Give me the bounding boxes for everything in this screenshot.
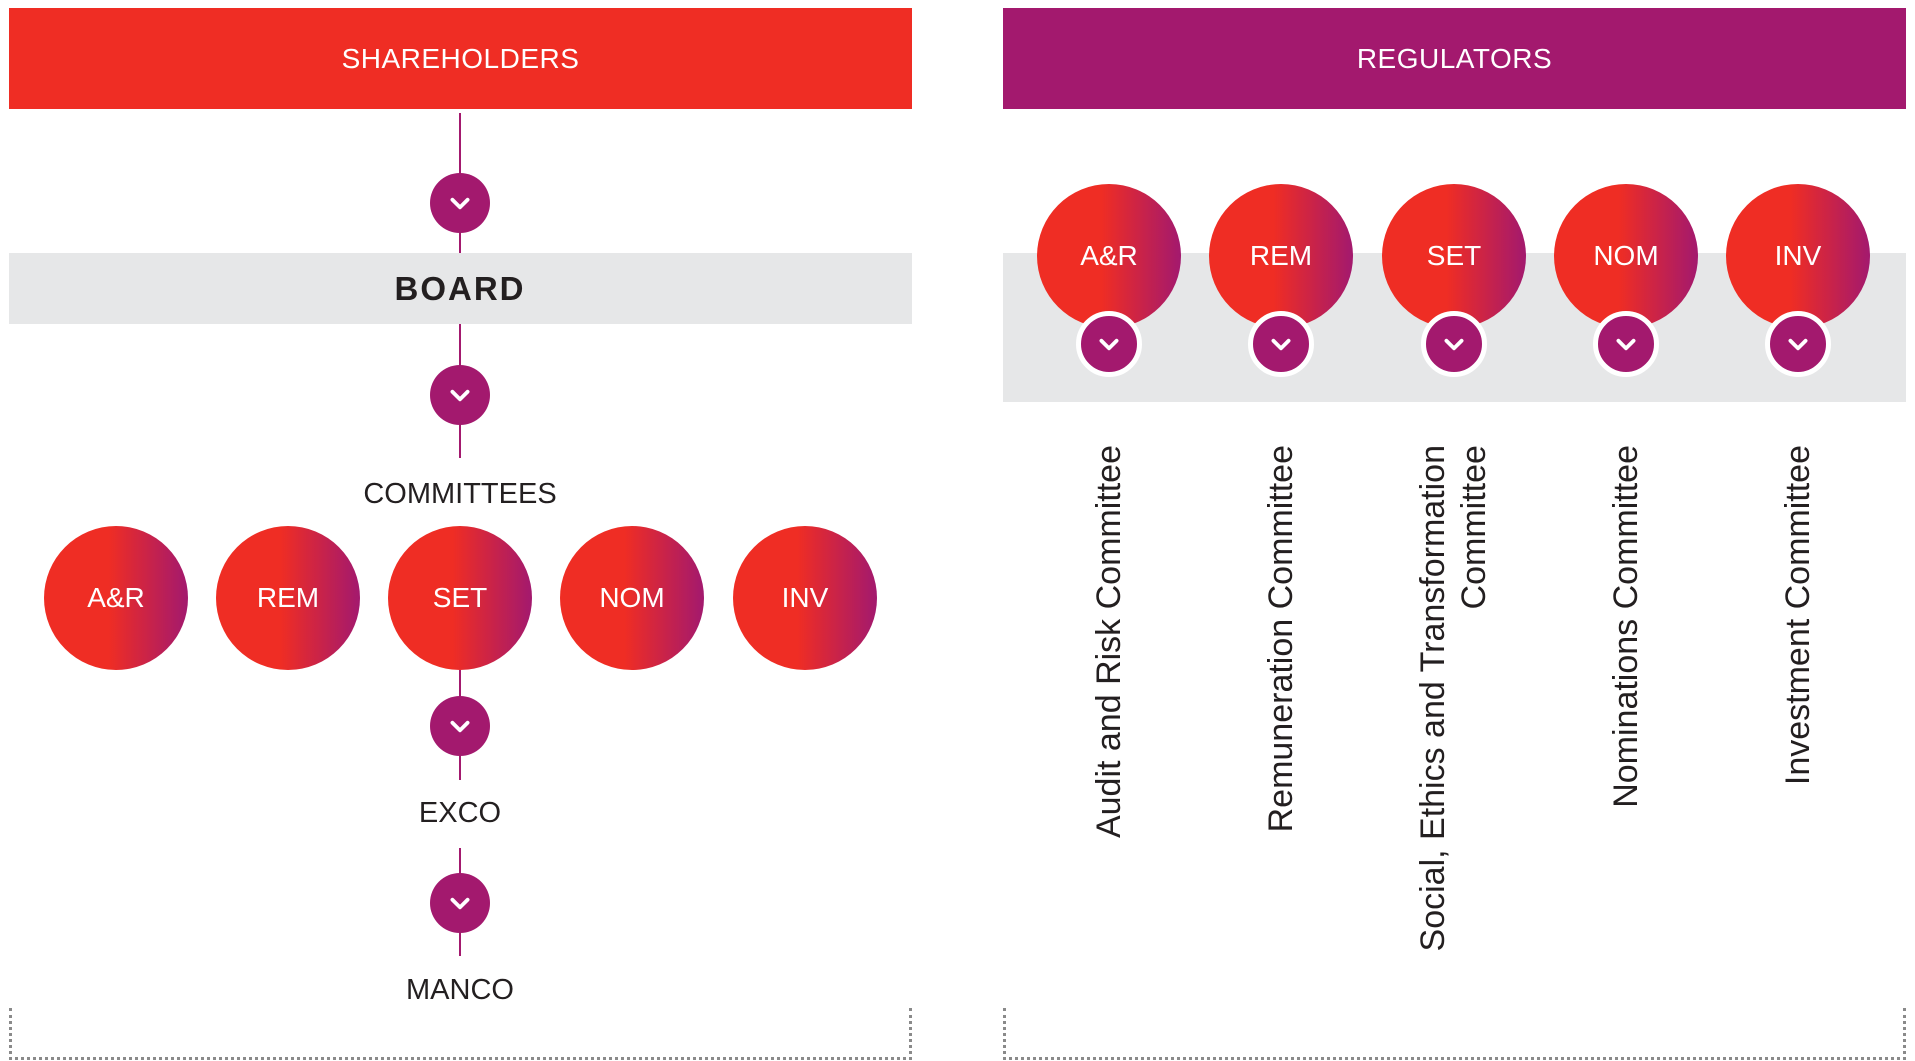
committee-name-line: Investment Committee: [1779, 445, 1817, 786]
committee-name-set: Social, Ethics and Transformation Commit…: [1413, 445, 1495, 951]
regulators-banner: REGULATORS: [1003, 8, 1906, 109]
shareholders-label: SHAREHOLDERS: [341, 42, 580, 74]
committee-name-rem: Remuneration Committee: [1261, 445, 1302, 832]
committee-name-line: Committee: [1455, 445, 1493, 610]
committee-abbr: SET: [1426, 240, 1482, 271]
chevron-down-icon: [430, 873, 490, 933]
committee-circle-inv: INV: [733, 526, 877, 670]
chevron-down-icon: [1593, 311, 1659, 377]
committee-circle-set: SET: [388, 526, 532, 670]
committee-name-ar: Audit and Risk Committee: [1089, 445, 1130, 838]
committee-abbr: NOM: [599, 582, 665, 613]
committee-name-line: Social, Ethics and Transformation: [1414, 445, 1452, 952]
exco-label: EXCO: [418, 797, 502, 829]
committee-abbr: SET: [432, 582, 488, 613]
board-label: BOARD: [394, 270, 526, 307]
committee-circle-rem: REM: [1209, 184, 1353, 328]
chevron-down-icon: [430, 365, 490, 425]
chevron-down-icon: [1076, 311, 1142, 377]
committee-abbr: INV: [781, 582, 829, 613]
board-band: [9, 253, 912, 324]
chevron-down-icon: [1421, 311, 1487, 377]
shareholders-banner: SHAREHOLDERS: [9, 8, 912, 109]
committee-abbr: A&R: [1080, 240, 1138, 271]
manco-label: MANCO: [406, 974, 514, 1006]
committee-name-line: Nominations Committee: [1607, 445, 1645, 808]
committee-abbr: A&R: [87, 582, 145, 613]
committee-name-nom: Nominations Committee: [1606, 445, 1647, 808]
committee-abbr: NOM: [1593, 240, 1659, 271]
committee-circle-ar: A&R: [44, 526, 188, 670]
chevron-down-icon: [1248, 311, 1314, 377]
committee-abbr: REM: [256, 582, 320, 613]
committee-name-line: Remuneration Committee: [1262, 445, 1300, 833]
committee-circle-inv: INV: [1726, 184, 1870, 328]
chevron-down-icon: [430, 696, 490, 756]
committee-name-inv: Investment Committee: [1778, 445, 1819, 785]
committee-abbr: INV: [1774, 240, 1822, 271]
committees-label: COMMITTEES: [363, 478, 557, 510]
committee-circle-nom: NOM: [560, 526, 704, 670]
right-dotted-frame: [1003, 1008, 1906, 1060]
committee-circle-set: SET: [1382, 184, 1526, 328]
regulators-label: REGULATORS: [1356, 42, 1553, 74]
left-dotted-frame: [9, 1008, 912, 1060]
committee-abbr: REM: [1249, 240, 1313, 271]
chevron-down-icon: [1765, 311, 1831, 377]
committee-circle-nom: NOM: [1554, 184, 1698, 328]
committee-circle-rem: REM: [216, 526, 360, 670]
committee-name-line: Audit and Risk Committee: [1090, 445, 1128, 839]
committee-circle-ar: A&R: [1037, 184, 1181, 328]
chevron-down-icon: [430, 173, 490, 233]
